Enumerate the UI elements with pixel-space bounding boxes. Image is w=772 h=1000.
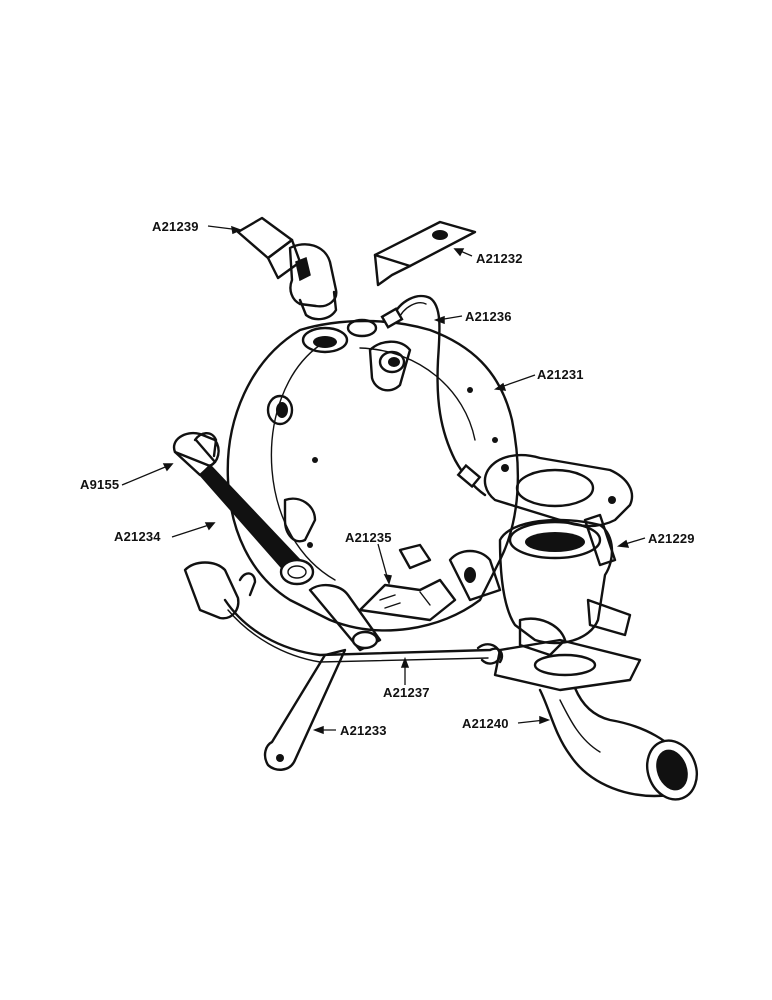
carburetor-drawing (483, 454, 634, 657)
label-a21234: A21234 (114, 529, 161, 544)
leader-lines (121, 225, 646, 735)
label-a21235: A21235 (345, 530, 392, 545)
outlet-elbow-drawing (493, 638, 698, 801)
label-a21231: A21231 (537, 367, 584, 382)
label-a21229: A21229 (648, 531, 695, 546)
elbow-fitting-drawing (236, 216, 338, 321)
valve-drawing (308, 543, 502, 652)
control-line-drawing (183, 561, 504, 665)
part-labels: A21239 A21232 A21236 A21231 A9155 A21234… (80, 219, 695, 738)
label-a21233: A21233 (340, 723, 387, 738)
label-a21237: A21237 (383, 685, 430, 700)
main-housing-drawing (226, 318, 520, 632)
label-a21236: A21236 (465, 309, 512, 324)
label-a21240: A21240 (462, 716, 509, 731)
label-a9155: A9155 (80, 477, 119, 492)
bracket-drawing (373, 220, 477, 287)
label-a21232: A21232 (476, 251, 523, 266)
fuel-line-drawing (380, 294, 487, 497)
lever-drawing (263, 648, 347, 771)
label-a21239: A21239 (152, 219, 199, 234)
pipe-assembly-drawing (172, 431, 315, 586)
